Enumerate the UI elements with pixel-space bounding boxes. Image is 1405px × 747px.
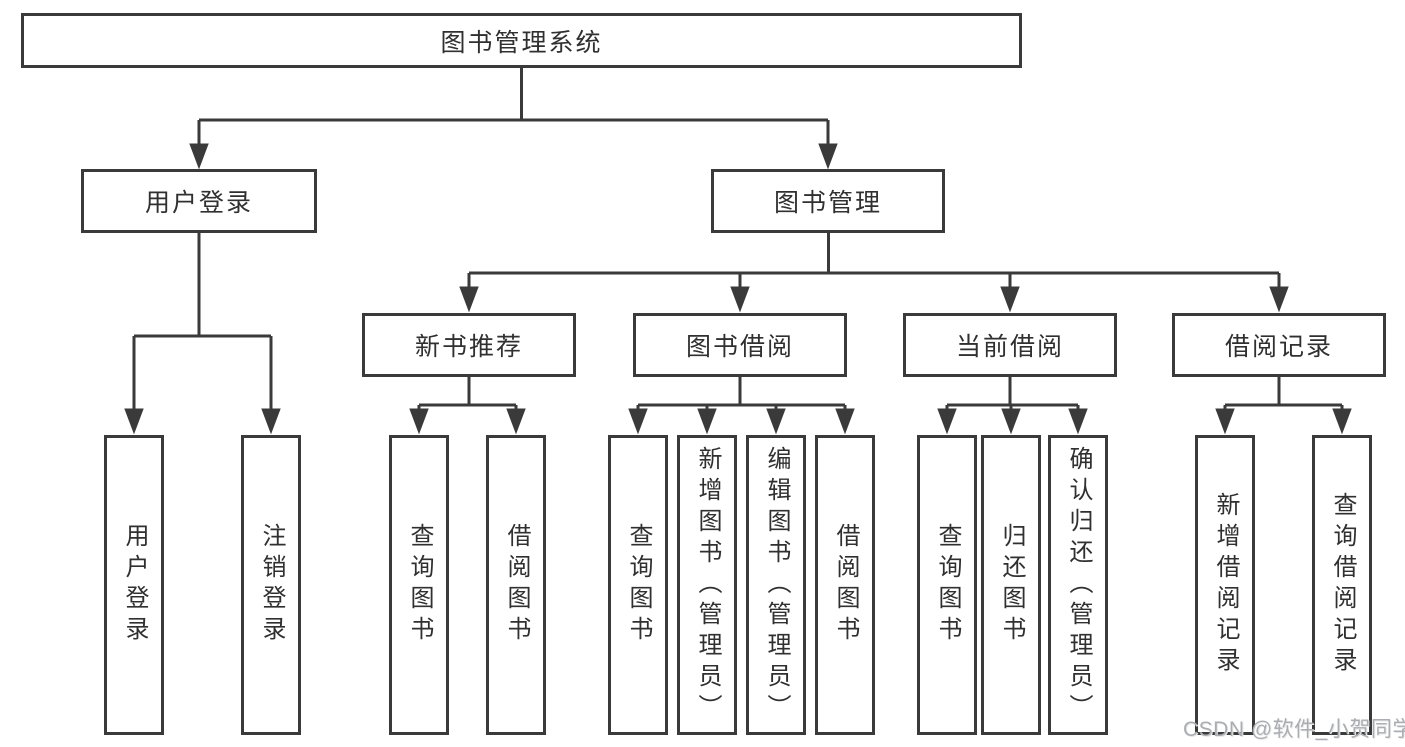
arrowhead [730, 286, 750, 313]
leaf-confirm-return-admin-label: 确认归还（管理员） [1065, 445, 1092, 725]
leaf-query-books-3: 查询图书 [917, 435, 977, 735]
node-new-book-recommend-label: 新书推荐 [414, 333, 523, 361]
node-current-borrowing: 当前借阅 [903, 313, 1117, 377]
leaf-query-books-1-label: 查询图书 [406, 523, 433, 647]
node-root-system: 图书管理系统 [21, 13, 1022, 68]
connector-currentborrow-to-leaves [937, 376, 1088, 435]
leaf-query-books-3-label: 查询图书 [934, 523, 961, 647]
connector-records-to-leaves [1215, 376, 1352, 435]
arrowhead [1269, 286, 1289, 313]
node-book-management: 图书管理 [711, 169, 945, 233]
connector-userlogin-to-leaves [124, 233, 281, 435]
leaf-borrow-books-2: 借阅图书 [815, 435, 875, 735]
connector-bookborrow-to-leaves [628, 376, 855, 435]
arrowhead [628, 408, 648, 435]
leaf-add-books-admin-label: 新增图书（管理员） [694, 445, 721, 725]
arrowhead [261, 408, 281, 435]
node-borrowing-records: 借阅记录 [1172, 313, 1386, 377]
leaf-edit-books-admin-label: 编辑图书（管理员） [763, 445, 790, 725]
leaf-add-borrow-record: 新增借阅记录 [1195, 435, 1255, 735]
connector-bookmgmt-to-level3 [459, 233, 1289, 313]
arrowhead [1001, 408, 1021, 435]
leaf-logout: 注销登录 [241, 435, 301, 735]
arrowhead [1068, 408, 1088, 435]
node-book-management-label: 图书管理 [773, 189, 882, 217]
node-root-system-label: 图书管理系统 [440, 28, 603, 57]
leaf-borrow-books-1: 借阅图书 [486, 435, 546, 735]
node-user-login: 用户登录 [81, 169, 317, 233]
leaf-add-borrow-record-label: 新增借阅记录 [1212, 492, 1239, 678]
leaf-query-books-2: 查询图书 [608, 435, 668, 735]
leaf-query-books-2-label: 查询图书 [625, 523, 652, 647]
arrowhead [818, 143, 838, 170]
node-new-book-recommend: 新书推荐 [362, 313, 576, 377]
leaf-user-login: 用户登录 [104, 435, 164, 735]
leaf-borrow-books-1-label: 借阅图书 [503, 523, 530, 647]
arrowhead [1332, 408, 1352, 435]
connector-root-to-level2 [189, 68, 838, 170]
leaf-logout-label: 注销登录 [258, 523, 285, 647]
node-current-borrowing-label: 当前借阅 [955, 333, 1064, 361]
leaf-user-login-label: 用户登录 [121, 523, 148, 647]
arrowhead [459, 286, 479, 313]
arrowhead [189, 143, 209, 170]
leaf-edit-books-admin: 编辑图书（管理员） [746, 435, 806, 735]
leaf-confirm-return-admin: 确认归还（管理员） [1048, 435, 1108, 735]
arrowhead [1000, 286, 1020, 313]
leaf-query-books-1: 查询图书 [389, 435, 449, 735]
leaf-return-books-label: 归还图书 [998, 523, 1025, 647]
leaf-query-borrow-record: 查询借阅记录 [1312, 435, 1372, 735]
csdn-watermark: CSDN @软件_小贺同学 [1183, 718, 1405, 741]
connector-newbooks-to-leaves [409, 376, 526, 435]
node-borrowing-records-label: 借阅记录 [1224, 333, 1333, 361]
node-book-borrowing: 图书借阅 [633, 313, 847, 377]
node-user-login-label: 用户登录 [144, 189, 253, 217]
arrowhead [506, 408, 526, 435]
leaf-query-borrow-record-label: 查询借阅记录 [1329, 492, 1356, 678]
leaf-add-books-admin: 新增图书（管理员） [677, 435, 737, 735]
arrowhead [835, 408, 855, 435]
arrowhead [766, 408, 786, 435]
leaf-return-books: 归还图书 [981, 435, 1041, 735]
arrowhead [697, 408, 717, 435]
leaf-borrow-books-2-label: 借阅图书 [832, 523, 859, 647]
arrowhead [124, 408, 144, 435]
arrowhead [937, 408, 957, 435]
arrowhead [409, 408, 429, 435]
arrowhead [1215, 408, 1235, 435]
node-book-borrowing-label: 图书借阅 [685, 333, 794, 361]
